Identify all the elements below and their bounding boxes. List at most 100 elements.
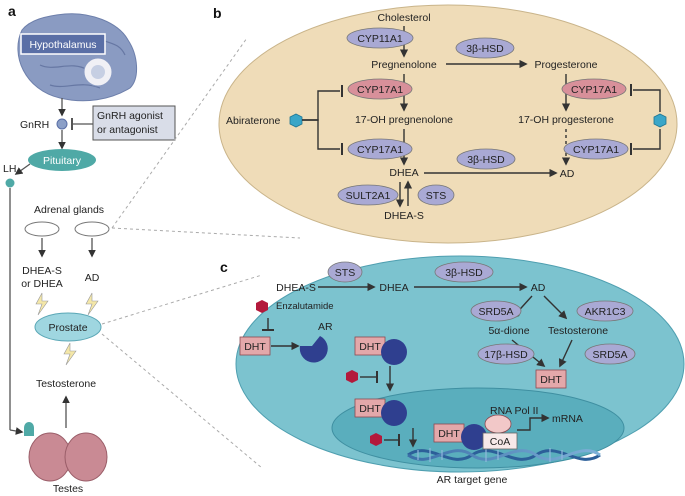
sts-enzyme-c [327, 261, 363, 283]
testes-label: Testes [53, 483, 83, 495]
ar-receptor-icon [381, 400, 407, 426]
dht-label-5: DHT [438, 428, 460, 440]
panel-c: c DHEA-S STS DHEA 3β-HSD AD SRD5A AKR1C3… [220, 255, 685, 486]
hypothalamus-box [20, 33, 106, 55]
lh-receptor-icon [24, 422, 34, 436]
panel-a-label: a [8, 3, 16, 19]
dht-label-3: DHT [540, 374, 562, 386]
cyp17a1-enzyme-bl [347, 138, 413, 160]
dht-label-1: DHT [244, 341, 266, 353]
mrna-label: mRNA [552, 413, 583, 425]
gnrh-drug-box [92, 105, 176, 141]
hsd17b-label: 17β-HSD [484, 349, 528, 361]
connector-lines [101, 37, 301, 469]
progesterone-label: Progesterone [534, 59, 597, 71]
hsd3b-label-c: 3β-HSD [445, 267, 483, 279]
cyp17a1-enzyme-tl [347, 78, 413, 100]
cyp17a1-enzyme-br [563, 138, 629, 160]
abiraterone-label: Abiraterone [226, 115, 280, 127]
dhea-label-b: DHEA [389, 167, 418, 179]
ar-receptor-icon [461, 424, 487, 450]
panel-b: b Cholesterol CYP11A1 Pregnenolone 3β-HS… [213, 4, 678, 244]
hsd3b-enzyme-mid [456, 148, 516, 170]
rna-pol-label: RNA Pol II [490, 405, 538, 417]
adrenal-cell [218, 4, 678, 244]
hsd3b-enzyme-top [455, 37, 515, 59]
prostate-shape [34, 312, 102, 342]
dhea-line1: DHEA-S [22, 265, 62, 277]
gnrh-icon [56, 118, 68, 130]
panel-b-label: b [213, 5, 222, 21]
abiraterone-icon-right [653, 113, 667, 128]
sult2a1-enzyme [337, 184, 399, 206]
dht-box-3 [535, 369, 567, 389]
srd5a-enzyme-1 [470, 300, 522, 322]
panel-a: a Hypothalamus GnRH GnRH agonist or anta… [3, 3, 176, 495]
cholesterol-label: Cholesterol [377, 12, 430, 24]
pituitary-shape [28, 149, 96, 171]
srd5a-enzyme-2 [584, 343, 636, 365]
dione-label: 5α-dione [488, 325, 529, 337]
ad-label-a: AD [85, 272, 100, 284]
dhea-line2: or DHEA [21, 278, 62, 290]
dht-label-4: DHT [359, 403, 381, 415]
adrenal-right [74, 221, 110, 237]
cyp17a1-label-tl: CYP17A1 [357, 84, 403, 96]
pregnenolone-label: Pregnenolone [371, 59, 437, 71]
oh-pregnenolone-label: 17-OH pregnenolone [355, 114, 453, 126]
hsd3b-enzyme-c [434, 261, 494, 283]
cyp17a1-enzyme-tr [561, 78, 627, 100]
sts-label-b: STS [426, 190, 446, 202]
cyp11a1-enzyme [346, 27, 414, 49]
adrenal-left [24, 221, 60, 237]
coa-box [482, 432, 518, 450]
prostate-label: Prostate [48, 322, 87, 334]
sult2a1-label: SULT2A1 [346, 190, 391, 202]
lh-label: LH [3, 163, 16, 175]
hsd17b-enzyme [477, 343, 535, 365]
enzalutamide-icon [370, 433, 382, 446]
ad-label-c: AD [531, 282, 546, 294]
ar-receptor-icon [381, 339, 407, 365]
gnrh-label: GnRH [20, 119, 49, 131]
cyp17a1-label-bl: CYP17A1 [357, 144, 403, 156]
adrenal-glands-label: Adrenal glands [34, 204, 104, 216]
ar-label: AR [318, 321, 333, 333]
cyp17a1-label-tr: CYP17A1 [571, 84, 617, 96]
oh-progesterone-label: 17-OH progesterone [518, 114, 614, 126]
hypothalamus-label: Hypothalamus [29, 39, 96, 51]
dhea-label-c: DHEA [379, 282, 408, 294]
testosterone-label-a: Testosterone [36, 378, 96, 390]
testis-right [64, 432, 108, 482]
sts-enzyme-b [417, 184, 455, 206]
akr1c3-enzyme [576, 300, 634, 322]
enzalutamide-icon [346, 370, 358, 383]
dhea-s-label-b: DHEA-S [384, 210, 424, 222]
ad-label-b: AD [560, 168, 575, 180]
cyp17a1-label-br: CYP17A1 [573, 144, 619, 156]
lightning-icon [35, 292, 49, 316]
panel-c-label: c [220, 259, 228, 275]
pituitary-label: Pituitary [43, 155, 82, 167]
coa-label: CoA [490, 436, 510, 448]
dht-label-2: DHT [359, 341, 381, 353]
lightning-icon [85, 292, 99, 316]
hsd3b-label-top: 3β-HSD [466, 43, 504, 55]
srd5a-label-1: SRD5A [478, 306, 513, 318]
lightning-icon [63, 342, 77, 366]
hsd3b-label-mid: 3β-HSD [467, 154, 505, 166]
gnrh-drug-line1: GnRH agonist [97, 110, 163, 122]
enzalutamide-icon [256, 300, 268, 313]
cyp11a1-label: CYP11A1 [357, 33, 402, 45]
brain-icon [17, 13, 137, 102]
ar-receptor-icon [299, 336, 328, 363]
srd5a-label-2: SRD5A [592, 349, 627, 361]
abiraterone-icon [289, 113, 303, 128]
gnrh-drug-line2: or antagonist [97, 124, 158, 136]
dna-icon [407, 448, 601, 462]
dhea-s-label-c: DHEA-S [276, 282, 316, 294]
dht-box-1 [239, 336, 271, 356]
ar-target-gene-label: AR target gene [437, 474, 508, 486]
sts-label-c: STS [335, 267, 355, 279]
